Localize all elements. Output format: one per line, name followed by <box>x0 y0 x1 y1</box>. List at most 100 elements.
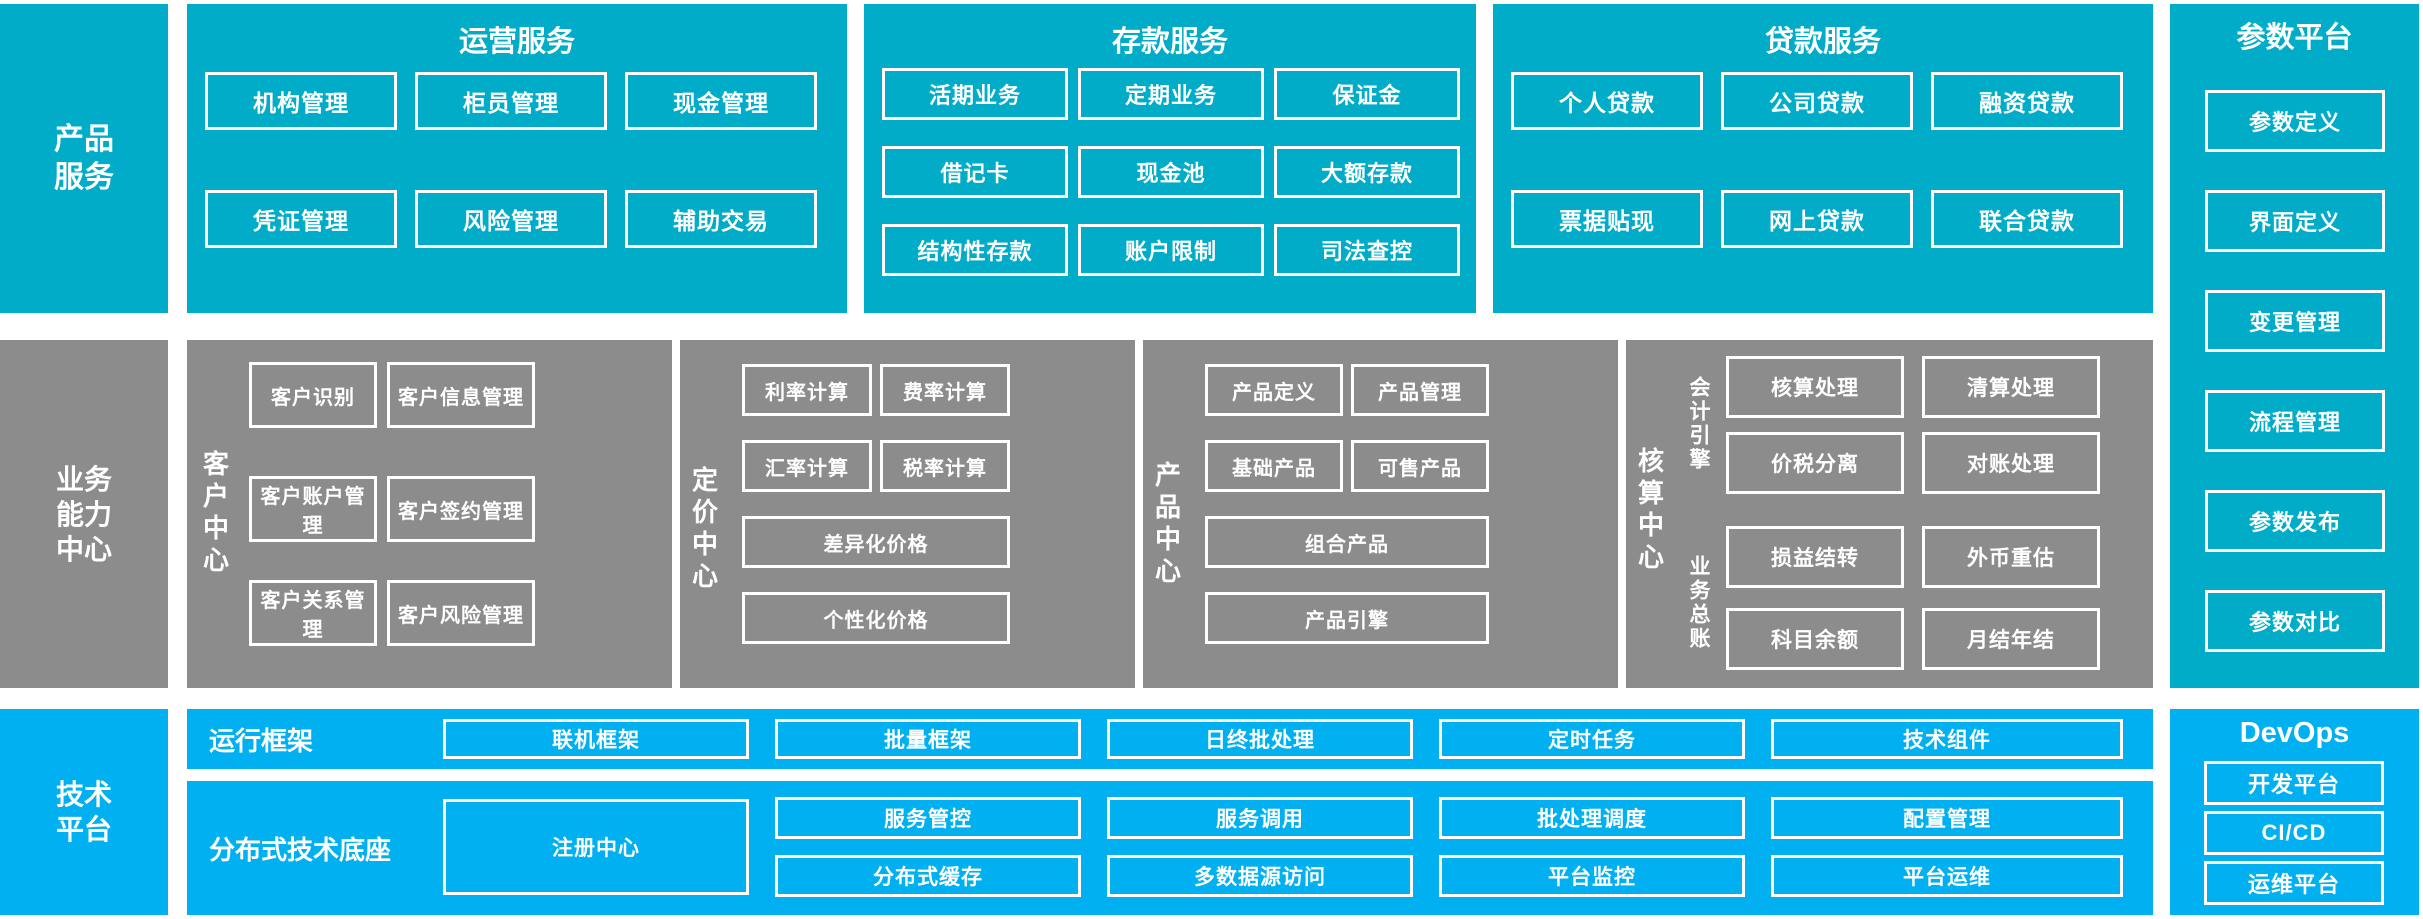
tile-accounting-7[interactable]: 月结年结 <box>1922 608 2100 670</box>
tile-operation-4[interactable]: 风险管理 <box>415 190 607 248</box>
tile-run-4[interactable]: 技术组件 <box>1771 719 2123 759</box>
row-run-framework: 运行框架 联机框架 批量框架 日终批处理 定时任务 技术组件 <box>187 709 2153 769</box>
tile-pricing-5[interactable]: 个性化价格 <box>742 592 1010 644</box>
tile-base-r1-1[interactable]: 服务调用 <box>1107 797 1413 839</box>
tile-devops-1[interactable]: CI/CD <box>2204 811 2384 855</box>
tile-deposit-0[interactable]: 活期业务 <box>882 68 1068 120</box>
tile-pricing-2[interactable]: 汇率计算 <box>742 440 872 492</box>
tile-deposit-5[interactable]: 大额存款 <box>1274 146 1460 198</box>
center-label-customer: 客户中心 <box>199 450 230 578</box>
center-pricing: 定价中心 利率计算 费率计算 汇率计算 税率计算 差异化价格 个性化价格 <box>680 340 1135 688</box>
tile-customer-3[interactable]: 客户签约管理 <box>387 476 535 542</box>
tile-deposit-8[interactable]: 司法查控 <box>1274 224 1460 276</box>
tile-accounting-4[interactable]: 损益结转 <box>1726 526 1904 588</box>
band-label-product-services-line2: 服务 <box>54 160 114 194</box>
tile-customer-5[interactable]: 客户风险管理 <box>387 580 535 646</box>
center-label-accounting: 核算中心 <box>1634 447 1665 575</box>
row-label-distributed-base: 分布式技术底座 <box>209 834 392 865</box>
tile-param-1[interactable]: 界面定义 <box>2205 190 2385 252</box>
tile-base-r1-0[interactable]: 服务管控 <box>775 797 1081 839</box>
tile-devops-0[interactable]: 开发平台 <box>2204 761 2384 805</box>
tile-accounting-5[interactable]: 外币重估 <box>1922 526 2100 588</box>
tile-product-0[interactable]: 产品定义 <box>1205 364 1343 416</box>
tile-run-2[interactable]: 日终批处理 <box>1107 719 1413 759</box>
tile-deposit-1[interactable]: 定期业务 <box>1078 68 1264 120</box>
tile-param-2[interactable]: 变更管理 <box>2205 290 2385 352</box>
band-label-business-capability-line2: 能力 <box>55 498 112 530</box>
tile-accounting-2[interactable]: 价税分离 <box>1726 432 1904 494</box>
band-label-product-services: 产品 服务 <box>0 4 168 313</box>
sub-label-accounting-engine: 会计引擎 <box>1687 376 1710 472</box>
tile-param-3[interactable]: 流程管理 <box>2205 390 2385 452</box>
tile-product-2[interactable]: 基础产品 <box>1205 440 1343 492</box>
group-operation-services: 运营服务 机构管理 柜员管理 现金管理 凭证管理 风险管理 辅助交易 <box>187 4 847 313</box>
tile-operation-2[interactable]: 现金管理 <box>625 72 817 130</box>
tile-customer-2[interactable]: 客户账户管理 <box>249 476 377 542</box>
center-label-product: 产品中心 <box>1151 461 1182 589</box>
tile-base-r2-1[interactable]: 多数据源访问 <box>1107 855 1413 897</box>
band-label-business-capability-line3: 中心 <box>55 533 112 565</box>
tile-product-1[interactable]: 产品管理 <box>1351 364 1489 416</box>
tile-param-5[interactable]: 参数对比 <box>2205 590 2385 652</box>
group-devops: DevOps 开发平台 CI/CD 运维平台 <box>2170 709 2419 915</box>
tile-loan-5[interactable]: 联合贷款 <box>1931 190 2123 248</box>
tile-deposit-4[interactable]: 现金池 <box>1078 146 1264 198</box>
tile-loan-3[interactable]: 票据贴现 <box>1511 190 1703 248</box>
group-title-devops: DevOps <box>2239 717 2350 749</box>
tile-product-5[interactable]: 产品引擎 <box>1205 592 1489 644</box>
tile-param-0[interactable]: 参数定义 <box>2205 90 2385 152</box>
group-parameter-platform: 参数平台 参数定义 界面定义 变更管理 流程管理 参数发布 参数对比 <box>2170 4 2419 688</box>
tile-loan-1[interactable]: 公司贷款 <box>1721 72 1913 130</box>
tile-loan-4[interactable]: 网上贷款 <box>1721 190 1913 248</box>
center-product: 产品中心 产品定义 产品管理 基础产品 可售产品 组合产品 产品引擎 <box>1143 340 1618 688</box>
row-label-run-framework: 运行框架 <box>209 725 314 756</box>
tile-loan-2[interactable]: 融资贷款 <box>1931 72 2123 130</box>
tile-base-r1-3[interactable]: 配置管理 <box>1771 797 2123 839</box>
tile-operation-3[interactable]: 凭证管理 <box>205 190 397 248</box>
group-title-operation-services: 运营服务 <box>458 26 575 58</box>
tile-accounting-1[interactable]: 清算处理 <box>1922 356 2100 418</box>
tile-base-r2-2[interactable]: 平台监控 <box>1439 855 1745 897</box>
tile-operation-5[interactable]: 辅助交易 <box>625 190 817 248</box>
tile-run-0[interactable]: 联机框架 <box>443 719 749 759</box>
tile-deposit-7[interactable]: 账户限制 <box>1078 224 1264 276</box>
tile-run-3[interactable]: 定时任务 <box>1439 719 1745 759</box>
group-title-loan-services: 贷款服务 <box>1764 26 1881 58</box>
tile-product-3[interactable]: 可售产品 <box>1351 440 1489 492</box>
band-label-business-capability-line1: 业务 <box>55 463 112 495</box>
band-label-business-capability: 业务 能力 中心 <box>0 340 168 688</box>
tile-base-r2-3[interactable]: 平台运维 <box>1771 855 2123 897</box>
tile-loan-0[interactable]: 个人贷款 <box>1511 72 1703 130</box>
tile-base-r2-0[interactable]: 分布式缓存 <box>775 855 1081 897</box>
tile-deposit-2[interactable]: 保证金 <box>1274 68 1460 120</box>
tile-pricing-3[interactable]: 税率计算 <box>880 440 1010 492</box>
group-loan-services: 贷款服务 个人贷款 公司贷款 融资贷款 票据贴现 网上贷款 联合贷款 <box>1493 4 2153 313</box>
tile-accounting-3[interactable]: 对账处理 <box>1922 432 2100 494</box>
tile-base-r1-2[interactable]: 批处理调度 <box>1439 797 1745 839</box>
group-deposit-services: 存款服务 活期业务 定期业务 保证金 借记卡 现金池 大额存款 结构性存款 账户… <box>864 4 1476 313</box>
sub-label-business-ledger: 业务总账 <box>1687 554 1710 651</box>
tile-customer-0[interactable]: 客户识别 <box>249 362 377 428</box>
tile-deposit-6[interactable]: 结构性存款 <box>882 224 1068 276</box>
tile-pricing-4[interactable]: 差异化价格 <box>742 516 1010 568</box>
tile-run-1[interactable]: 批量框架 <box>775 719 1081 759</box>
group-title-parameter-platform: 参数平台 <box>2236 22 2353 54</box>
band-label-technical-platform-line1: 技术 <box>55 779 112 810</box>
tile-accounting-0[interactable]: 核算处理 <box>1726 356 1904 418</box>
tile-devops-2[interactable]: 运维平台 <box>2204 861 2384 905</box>
band-label-product-services-line1: 产品 <box>54 123 114 156</box>
tile-customer-1[interactable]: 客户信息管理 <box>387 362 535 428</box>
center-accounting: 核算中心 会计引擎 业务总账 核算处理 清算处理 价税分离 对账处理 损益结转 … <box>1626 340 2153 688</box>
tile-operation-0[interactable]: 机构管理 <box>205 72 397 130</box>
tile-operation-1[interactable]: 柜员管理 <box>415 72 607 130</box>
tile-pricing-1[interactable]: 费率计算 <box>880 364 1010 416</box>
tile-deposit-3[interactable]: 借记卡 <box>882 146 1068 198</box>
center-customer: 客户中心 客户识别 客户信息管理 客户账户管理 客户签约管理 客户关系管理 客户… <box>187 340 672 688</box>
tile-customer-4[interactable]: 客户关系管理 <box>249 580 377 646</box>
tile-param-4[interactable]: 参数发布 <box>2205 490 2385 552</box>
tile-accounting-6[interactable]: 科目余额 <box>1726 608 1904 670</box>
tile-registry-center[interactable]: 注册中心 <box>443 799 749 895</box>
tile-pricing-0[interactable]: 利率计算 <box>742 364 872 416</box>
tile-product-4[interactable]: 组合产品 <box>1205 516 1489 568</box>
